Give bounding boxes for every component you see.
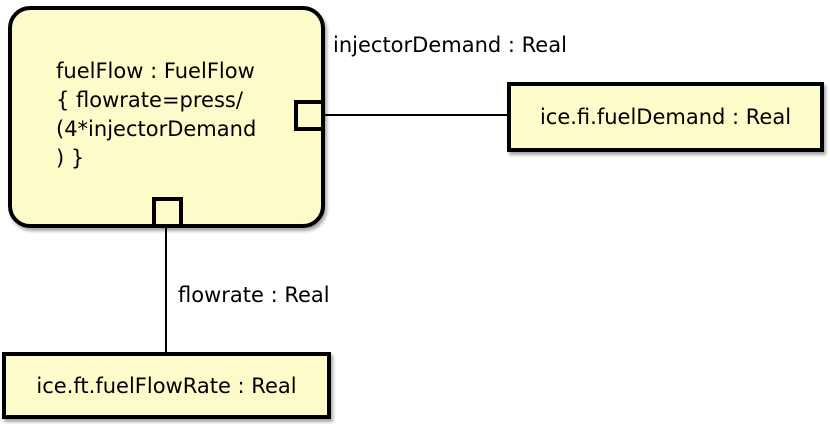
connector-label-injectorDemand[interactable]: injectorDemand : Real (333, 33, 567, 57)
constraint-text-line: ) } (56, 146, 85, 170)
value-node-fuelDemand[interactable]: ice.fi.fuelDemand : Real (507, 82, 824, 152)
port-flowrate[interactable] (152, 197, 183, 228)
constraint-text-line: { flowrate=press/ (56, 88, 243, 112)
value-node-label: ice.fi.fuelDemand : Real (539, 105, 792, 129)
constraint-property-node[interactable] (8, 6, 325, 228)
value-node-label: ice.ft.fuelFlowRate : Real (36, 373, 297, 398)
connector-label-flowrate[interactable]: flowrate : Real (178, 283, 330, 307)
constraint-property-text: fuelFlow : FuelFlow { flowrate=press/ (4… (56, 57, 256, 173)
constraint-text-line: (4*injectorDemand (56, 117, 257, 141)
binding-connector-injectorDemand[interactable] (325, 114, 507, 116)
value-node-fuelFlowRate[interactable]: ice.ft.fuelFlowRate : Real (2, 352, 331, 419)
port-injectorDemand[interactable] (294, 100, 325, 131)
binding-connector-flowrate[interactable] (165, 228, 167, 352)
constraint-text-line: fuelFlow : FuelFlow (56, 59, 255, 83)
